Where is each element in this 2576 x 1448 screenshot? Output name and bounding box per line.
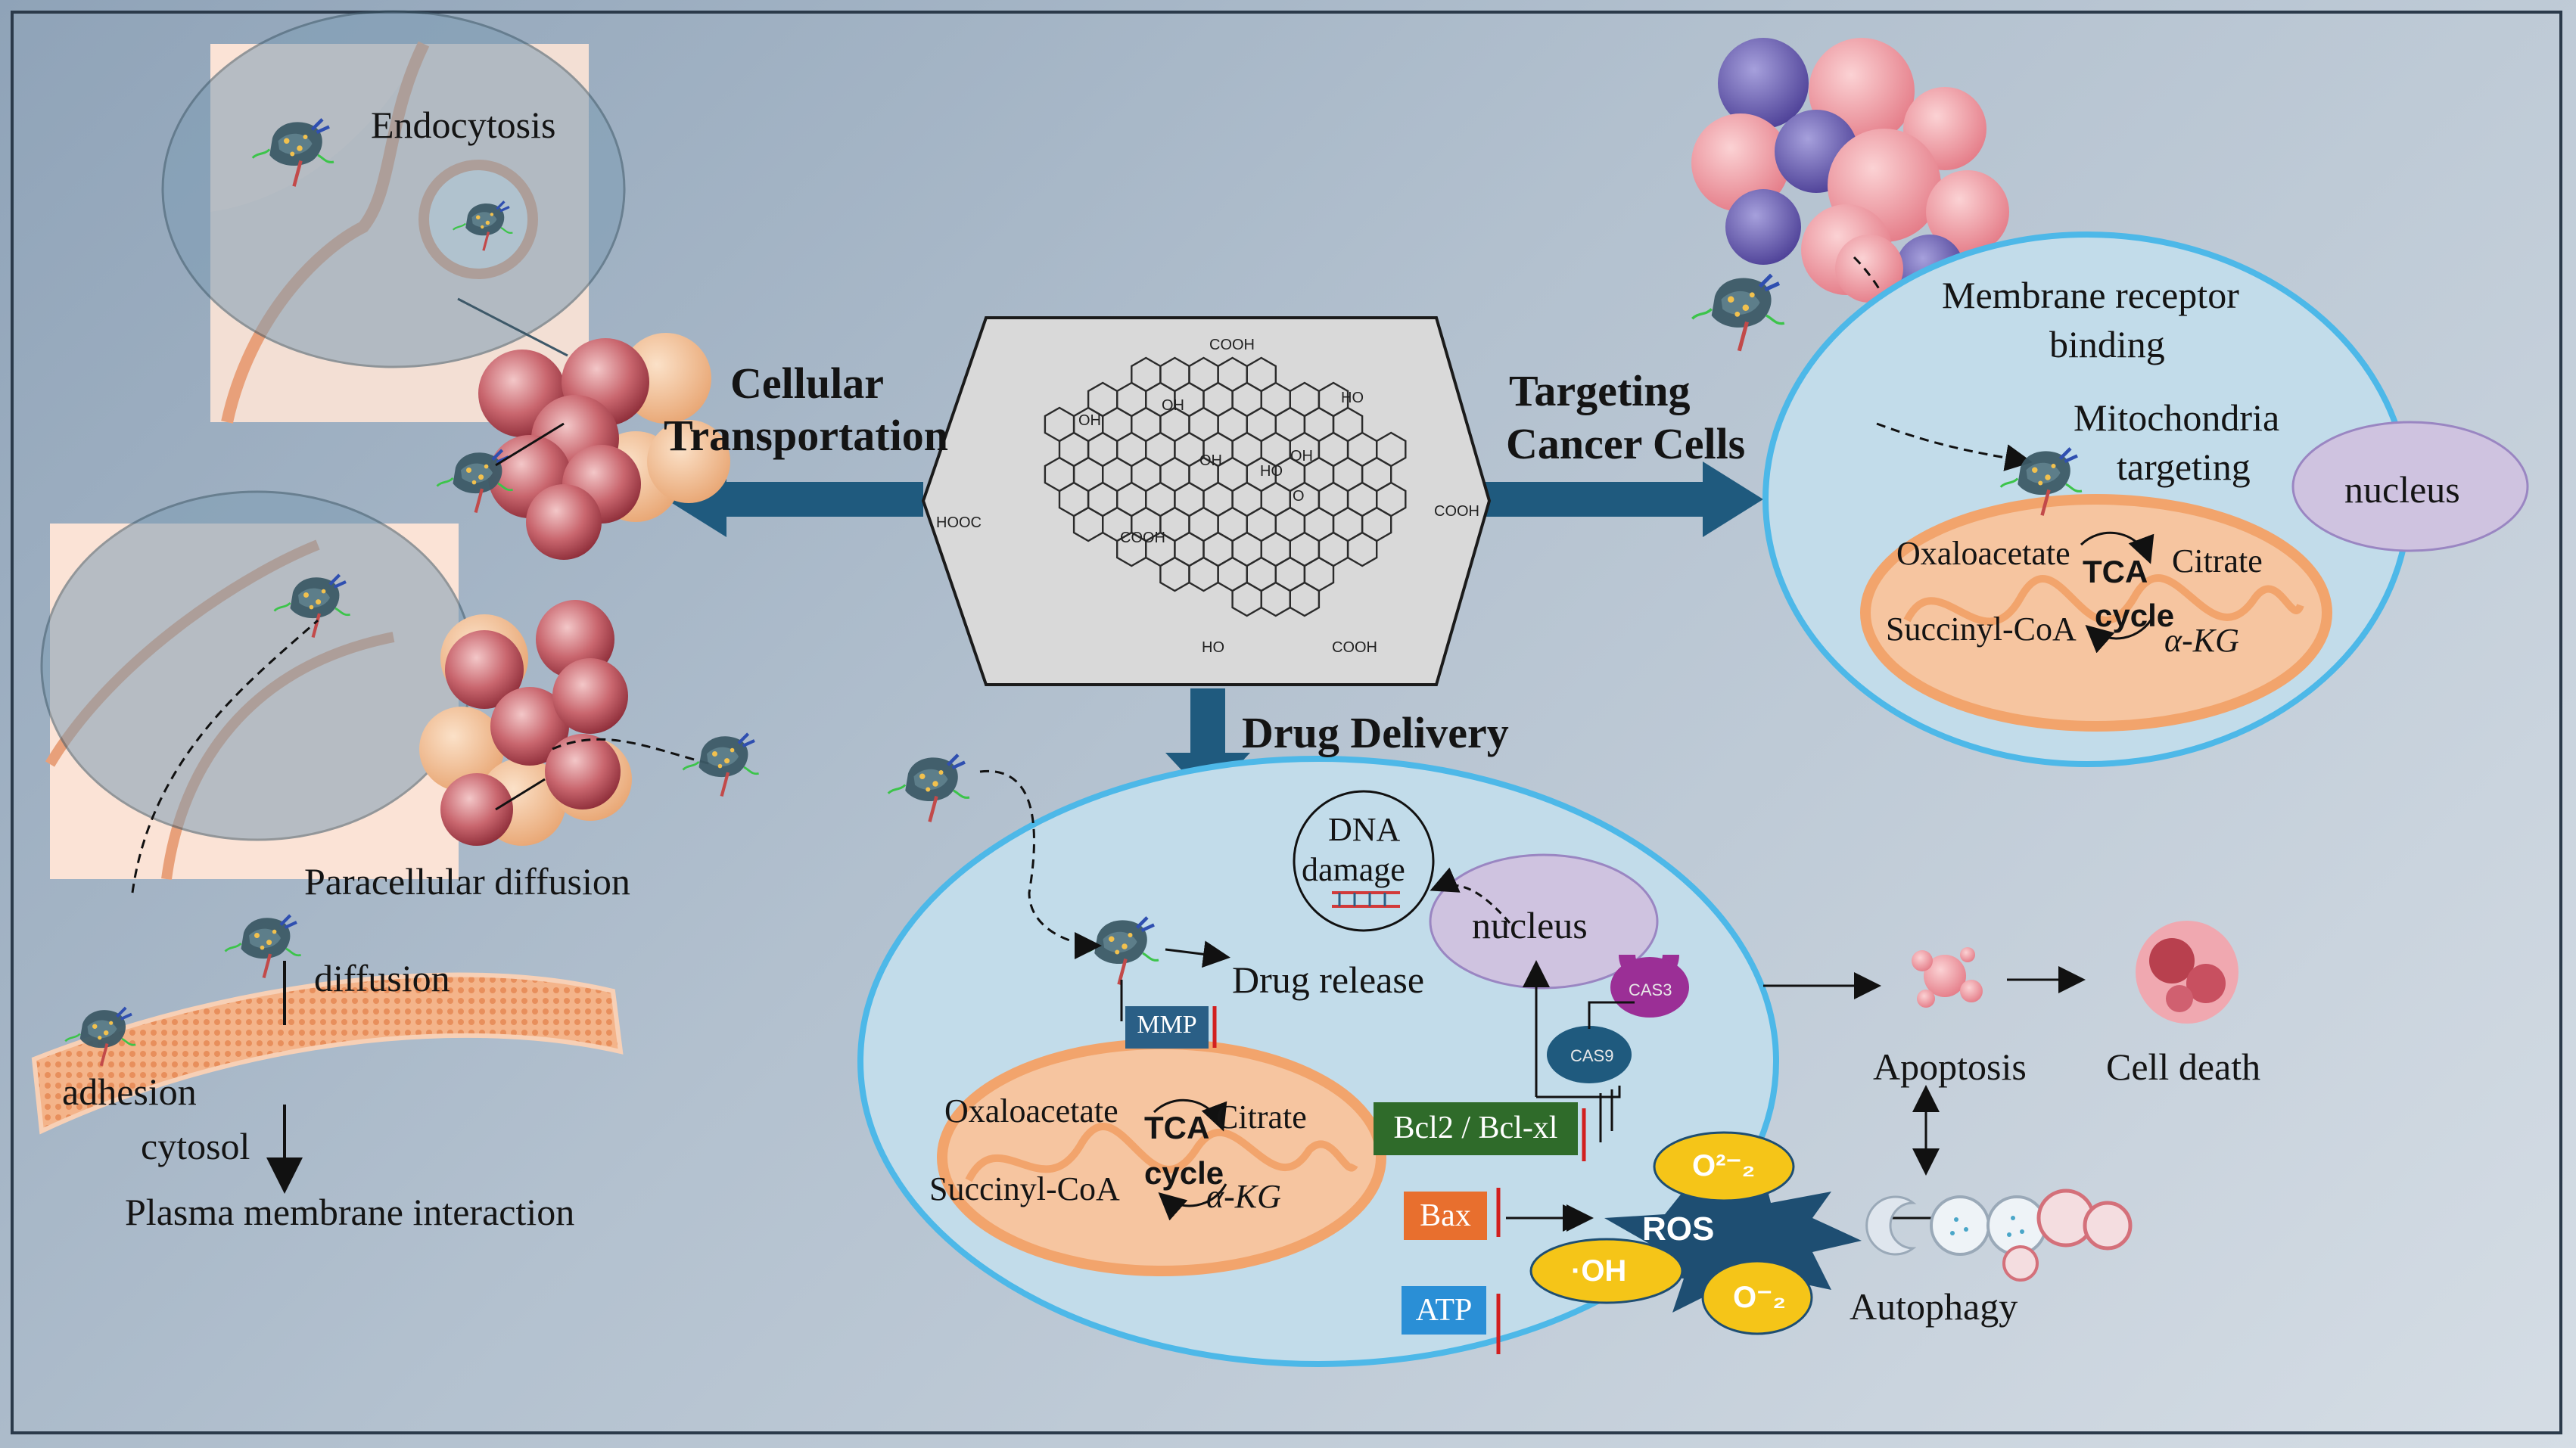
bax-tag: Bax (1404, 1192, 1487, 1240)
label-diffusion: diffusion (314, 957, 450, 999)
label-membrane-receptor: Membrane receptor (1942, 274, 2239, 316)
tca-oxaloacetate: Oxaloacetate (1896, 535, 2070, 572)
graphene-ring (1289, 581, 1321, 617)
label-paracellular: Paracellular diffusion (304, 860, 630, 903)
tca-cycle-label: cycle (2095, 598, 2175, 633)
label-plasma-membrane: Plasma membrane interaction (125, 1191, 575, 1233)
superoxide-label: O⁻₂ (1733, 1281, 1786, 1314)
level-indicators (1212, 1006, 1586, 1354)
label-adhesion: adhesion (62, 1070, 197, 1113)
graphene-group-label: OH (1290, 448, 1313, 465)
label-mitochondria: Mitochondria (2074, 396, 2280, 439)
label-drug-release: Drug release (1232, 959, 1425, 1001)
autophagy-icon (1865, 1189, 2133, 1282)
heading-cancer-cells: Cancer Cells (1506, 419, 1746, 468)
apoptosis-icon (1912, 947, 1983, 1008)
heading-transportation: Transportation (664, 411, 948, 460)
tca-akg: α-KG (2164, 622, 2239, 659)
tca-label: TCA (2083, 554, 2148, 589)
diagram-frame (11, 11, 2562, 1434)
cas9-label: CAS9 (1570, 1046, 1614, 1065)
graphene-group-label: OH (1078, 412, 1101, 429)
tca-succinyl-delivery: Succinyl-CoA (929, 1170, 1120, 1207)
graphene-group-label: COOH (1332, 639, 1377, 656)
label-cytosol: cytosol (141, 1125, 250, 1167)
outcome-arrows (1763, 966, 2086, 1232)
label-nucleus-target: nucleus (2344, 468, 2460, 511)
bcl-tag: Bcl2 / Bcl-xl (1374, 1102, 1578, 1155)
label-binding: binding (2049, 323, 2165, 365)
cell-cluster-top (437, 333, 730, 560)
ros-label: ROS (1642, 1210, 1715, 1248)
tca-citrate: Citrate (2172, 542, 2263, 580)
graphene-group-label: OH (1162, 397, 1184, 414)
label-targeting: targeting (2117, 446, 2251, 488)
label-cell-death: Cell death (2106, 1046, 2261, 1088)
heading-drug-delivery: Drug Delivery (1242, 708, 1509, 757)
lipid-bilayer (31, 915, 624, 1194)
cell-cluster-bottom (419, 600, 759, 846)
delivery-cell (857, 755, 1862, 1367)
tca-label-delivery: TCA (1144, 1110, 1210, 1145)
cell-death-icon (2136, 921, 2238, 1024)
cas3-label: CAS3 (1629, 980, 1672, 999)
graphene-group-label: HO (1260, 463, 1283, 480)
graphene-oxide-hexagon (921, 316, 1492, 686)
heading-targeting: Targeting (1509, 366, 1691, 415)
atp-tag: ATP (1402, 1286, 1486, 1335)
label-endocytosis: Endocytosis (371, 104, 556, 146)
tca-akg-delivery: α-KG (1206, 1178, 1281, 1215)
graphene-group-label: OH (1199, 452, 1222, 469)
superoxide-dianion-label: O²⁻₂ (1692, 1149, 1756, 1182)
graphene-group-label: O (1293, 488, 1305, 505)
heading-cellular: Cellular (730, 359, 884, 408)
cancer-cluster (1691, 38, 2009, 351)
mmp-tag: MMP (1125, 1006, 1209, 1049)
label-autophagy: Autophagy (1850, 1285, 2018, 1328)
label-damage: damage (1302, 851, 1405, 888)
label-apoptosis: Apoptosis (1873, 1046, 2027, 1088)
label-nucleus-delivery: nucleus (1472, 904, 1588, 946)
graphene-group-label: COOH (1434, 503, 1479, 520)
hydroxyl-radical-label: ·OH (1571, 1254, 1627, 1288)
target-cell (1762, 231, 2529, 767)
graphene-group-label: HOOC (936, 514, 982, 531)
graphene-group-label: COOH (1120, 530, 1165, 546)
paracellular-illustration (40, 490, 474, 893)
graphene-ring (1346, 531, 1378, 567)
graphene-group-label: HO (1202, 639, 1224, 656)
tca-arcs (1153, 531, 2154, 1221)
tca-cycle-label-delivery: cycle (1144, 1155, 1224, 1191)
graphene-group-label: COOH (1209, 337, 1255, 353)
tca-succinyl: Succinyl-CoA (1886, 611, 2077, 648)
endocytosis-illustration (161, 10, 626, 424)
tca-oxaloacetate-delivery: Oxaloacetate (944, 1092, 1118, 1130)
label-dna: DNA (1328, 811, 1401, 848)
graphene-group-label: HO (1341, 390, 1364, 406)
tca-citrate-delivery: Citrate (1216, 1098, 1307, 1136)
